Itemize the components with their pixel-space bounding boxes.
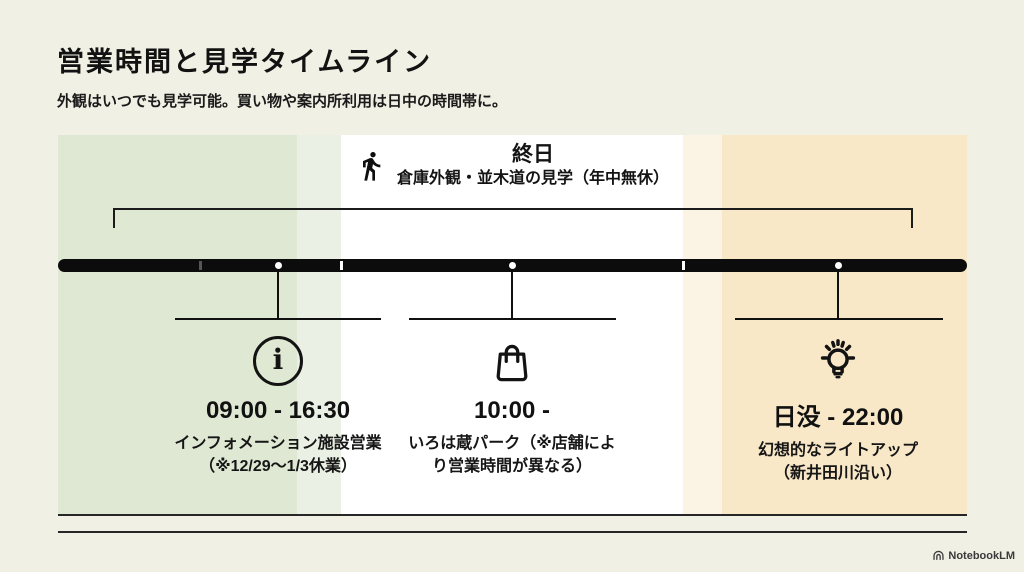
time-zone-bands — [58, 135, 967, 516]
page-subtitle: 外観はいつでも見学可能。買い物や案内所利用は日中の時間帯に。 — [57, 93, 508, 110]
zone-orange-fade — [683, 135, 722, 516]
bottom-rule — [58, 531, 967, 533]
event-iroha-kura-park: 10:00 - いろは蔵パーク（※店舗により営業時間が異なる） — [382, 334, 642, 478]
event-description: いろは蔵パーク（※店舗により営業時間が異なる） — [408, 435, 616, 475]
event-bracket — [409, 318, 616, 320]
all-day-span-bracket — [113, 208, 913, 228]
page-title: 営業時間と見学タイムライン — [57, 47, 433, 78]
event-description: 幻想的なライトアップ（新井田川沿い） — [757, 442, 918, 482]
timeline-dot-lightup — [835, 262, 842, 269]
zone-morning-green — [58, 135, 297, 516]
timeline-tick — [340, 261, 343, 270]
event-information-center: i 09:00 - 16:30 インフォメーション施設営業（※12/29〜1/3… — [148, 334, 408, 478]
event-bracket — [175, 318, 381, 320]
bottom-rule — [58, 514, 967, 516]
shopping-bag-icon — [496, 344, 528, 382]
notebooklm-watermark: NotebookLM — [932, 549, 1015, 562]
event-description: インフォメーション施設営業（※12/29〜1/3休業） — [174, 435, 382, 475]
event-bracket — [735, 318, 943, 320]
all-day-description: 倉庫外観・並木道の見学（年中無休） — [396, 170, 669, 187]
notebooklm-label: NotebookLM — [948, 549, 1015, 562]
event-time: 09:00 - 16:30 — [205, 397, 351, 424]
all-day-block: 終日 倉庫外観・並木道の見学（年中無休） — [341, 142, 683, 190]
connector-line — [837, 272, 839, 319]
event-time: 日没 - 22:00 — [772, 404, 904, 431]
timeline-dot-shopping — [509, 262, 516, 269]
connector-line — [277, 272, 279, 319]
timeline-tick — [682, 261, 685, 270]
walking-person-icon — [362, 152, 381, 181]
zone-daytime-white — [341, 135, 683, 516]
notebooklm-logo-icon — [933, 550, 944, 561]
event-light-up: 日没 - 22:00 幻想的なライトアップ（新井田川沿い） — [708, 334, 968, 485]
zone-green-fade — [297, 135, 341, 516]
timeline-tick — [199, 261, 202, 270]
timeline-dot-info — [275, 262, 282, 269]
info-icon: i — [253, 336, 303, 386]
zone-evening-orange — [722, 135, 967, 516]
connector-line — [511, 272, 513, 319]
lightbulb-icon — [820, 339, 856, 379]
event-time: 10:00 - — [473, 397, 551, 424]
timeline-bar — [58, 259, 967, 272]
all-day-label: 終日 — [511, 143, 554, 166]
